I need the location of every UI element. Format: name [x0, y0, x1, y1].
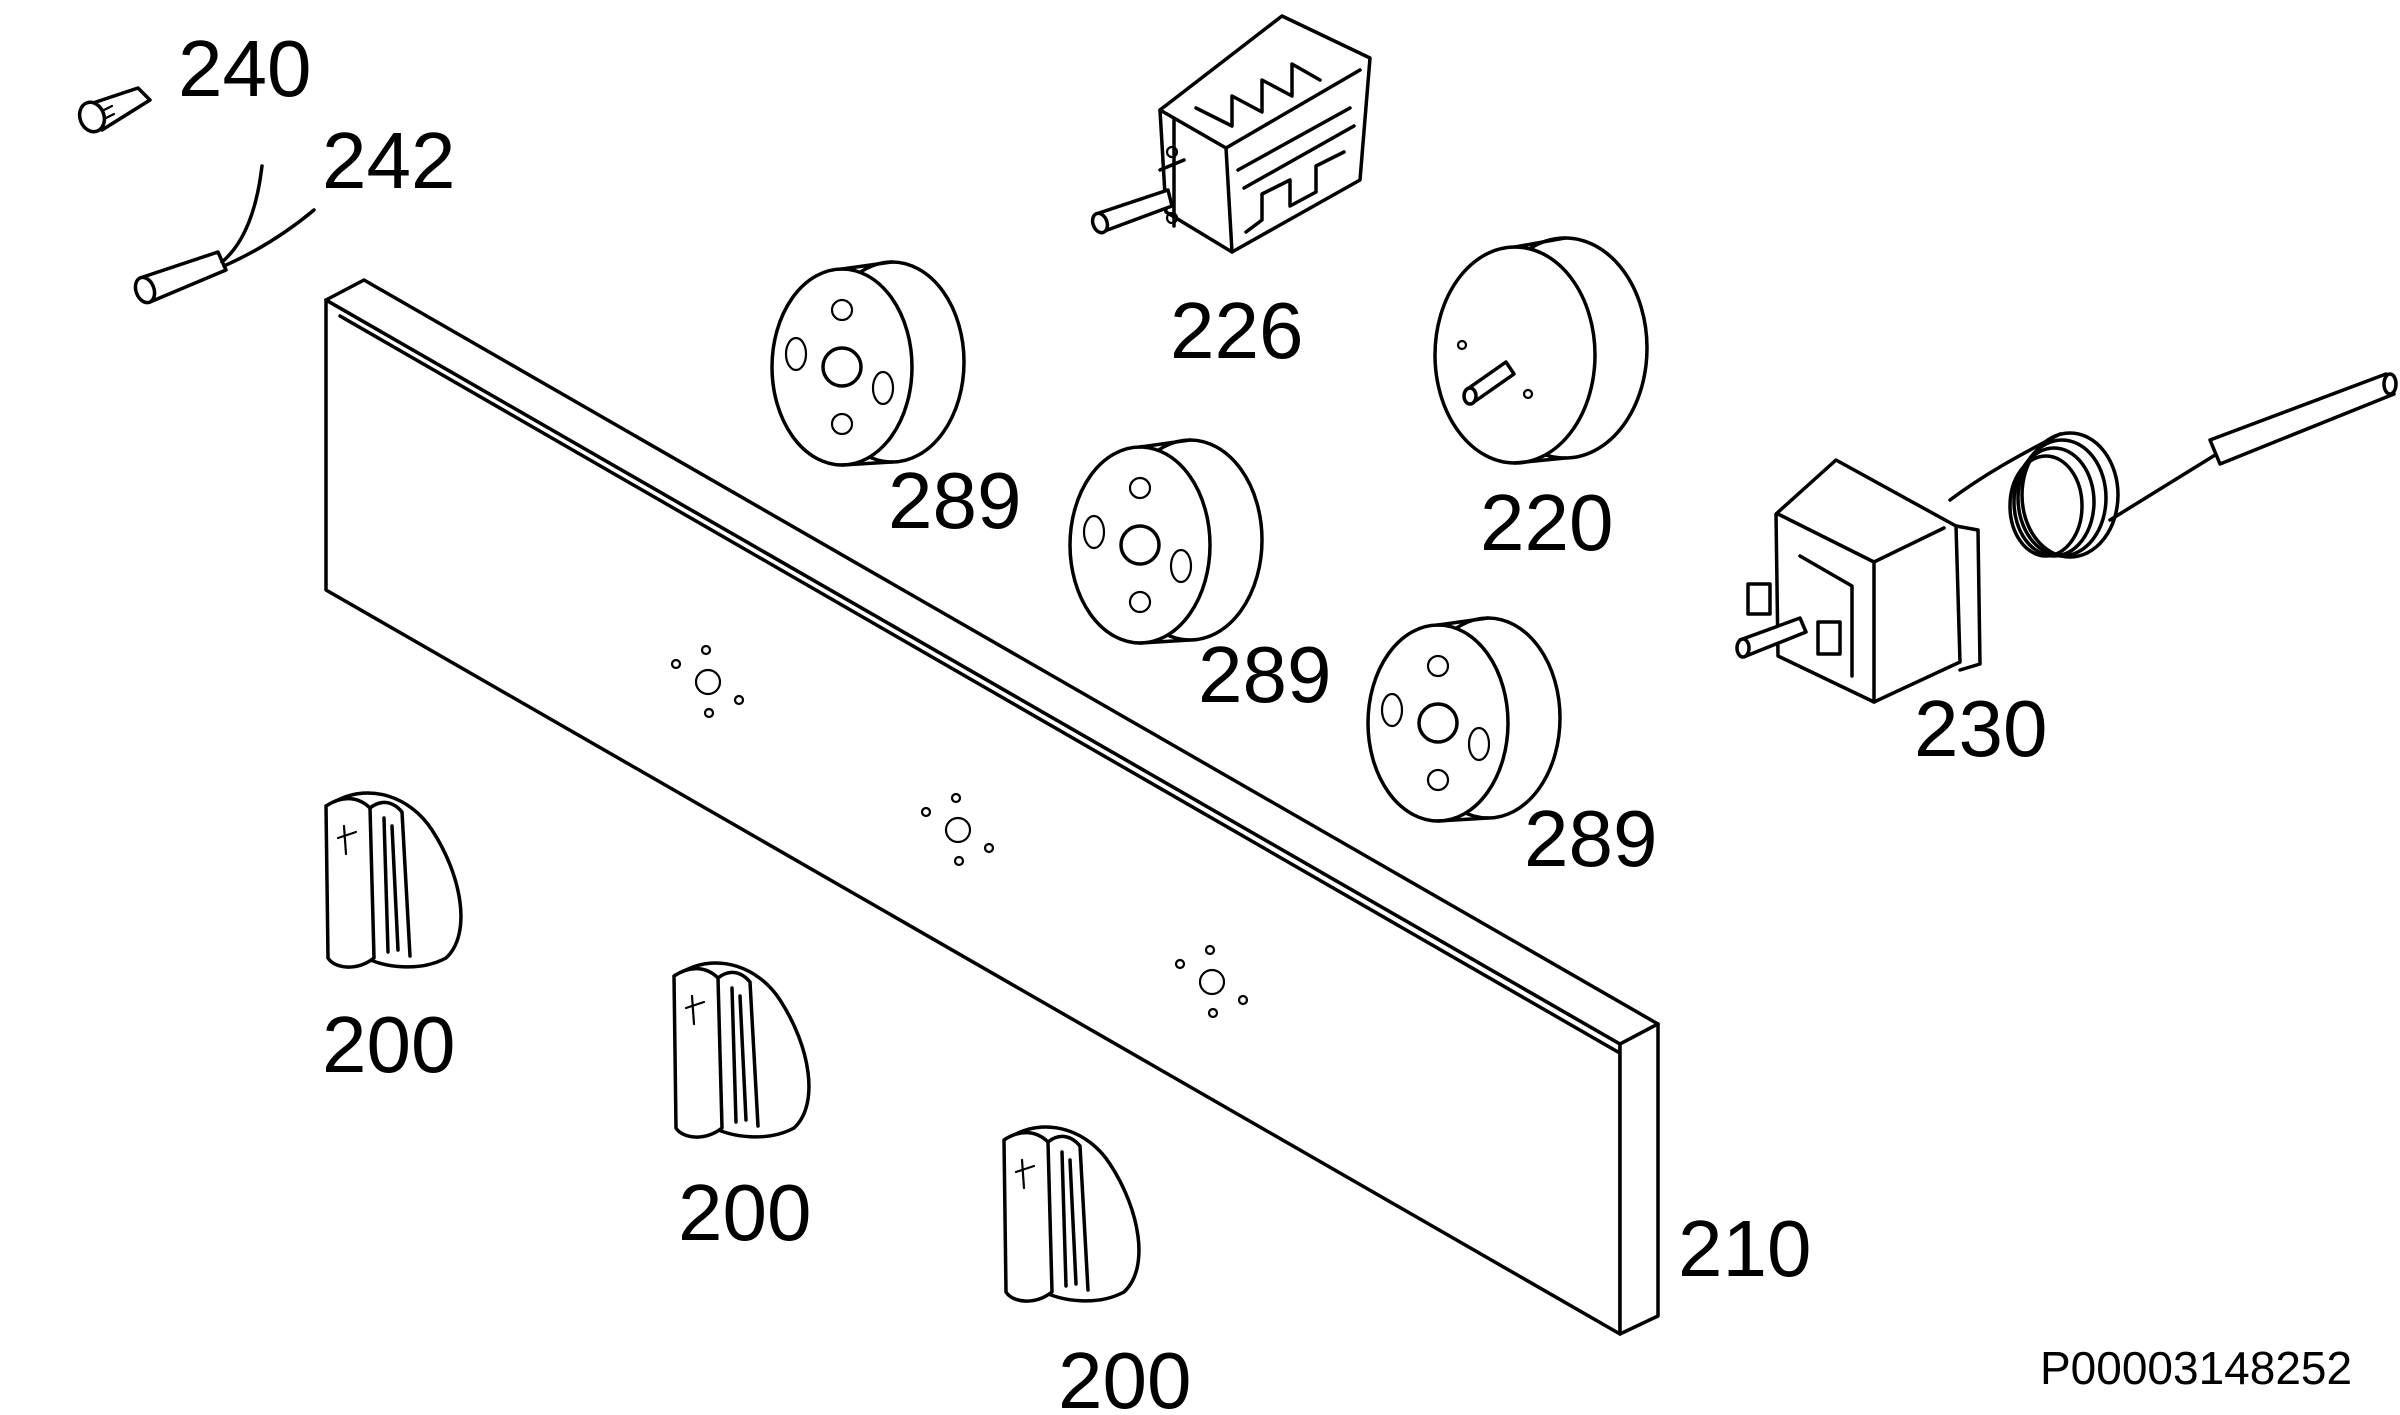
timer-220[interactable]	[1433, 236, 1649, 465]
callout-200-c: 200	[1058, 1336, 1191, 1415]
callout-240: 240	[178, 24, 311, 113]
knob-200-a[interactable]	[324, 791, 463, 969]
callout-200-b: 200	[678, 1168, 811, 1257]
control-panel-210[interactable]	[324, 278, 1660, 1336]
callout-289-a: 289	[888, 456, 1021, 545]
selector-switch-226[interactable]	[1090, 14, 1372, 254]
drawing-number: P00003148252	[2040, 1342, 2352, 1394]
spacer-289-c[interactable]	[1366, 616, 1562, 823]
callout-210: 210	[1678, 1204, 1811, 1293]
callout-289-c: 289	[1524, 794, 1657, 883]
knob-200-b[interactable]	[672, 961, 811, 1139]
callout-200-a: 200	[322, 1000, 455, 1089]
callout-289-b: 289	[1198, 630, 1331, 719]
callout-230: 230	[1914, 684, 2047, 773]
panel-hole-pattern-3	[1174, 944, 1249, 1019]
callout-226: 226	[1170, 286, 1303, 375]
panel-hole-pattern-1	[670, 644, 745, 719]
knob-200-c[interactable]	[1002, 1125, 1141, 1303]
panel-hole-pattern-2	[920, 792, 995, 867]
screw-240[interactable]	[76, 86, 152, 135]
spacer-289-a[interactable]	[770, 260, 966, 467]
callout-242: 242	[322, 116, 455, 205]
probe-242[interactable]	[132, 164, 316, 305]
callout-220: 220	[1480, 478, 1613, 567]
spacer-289-b[interactable]	[1068, 438, 1264, 645]
thermostat-230[interactable]	[1735, 372, 2398, 704]
